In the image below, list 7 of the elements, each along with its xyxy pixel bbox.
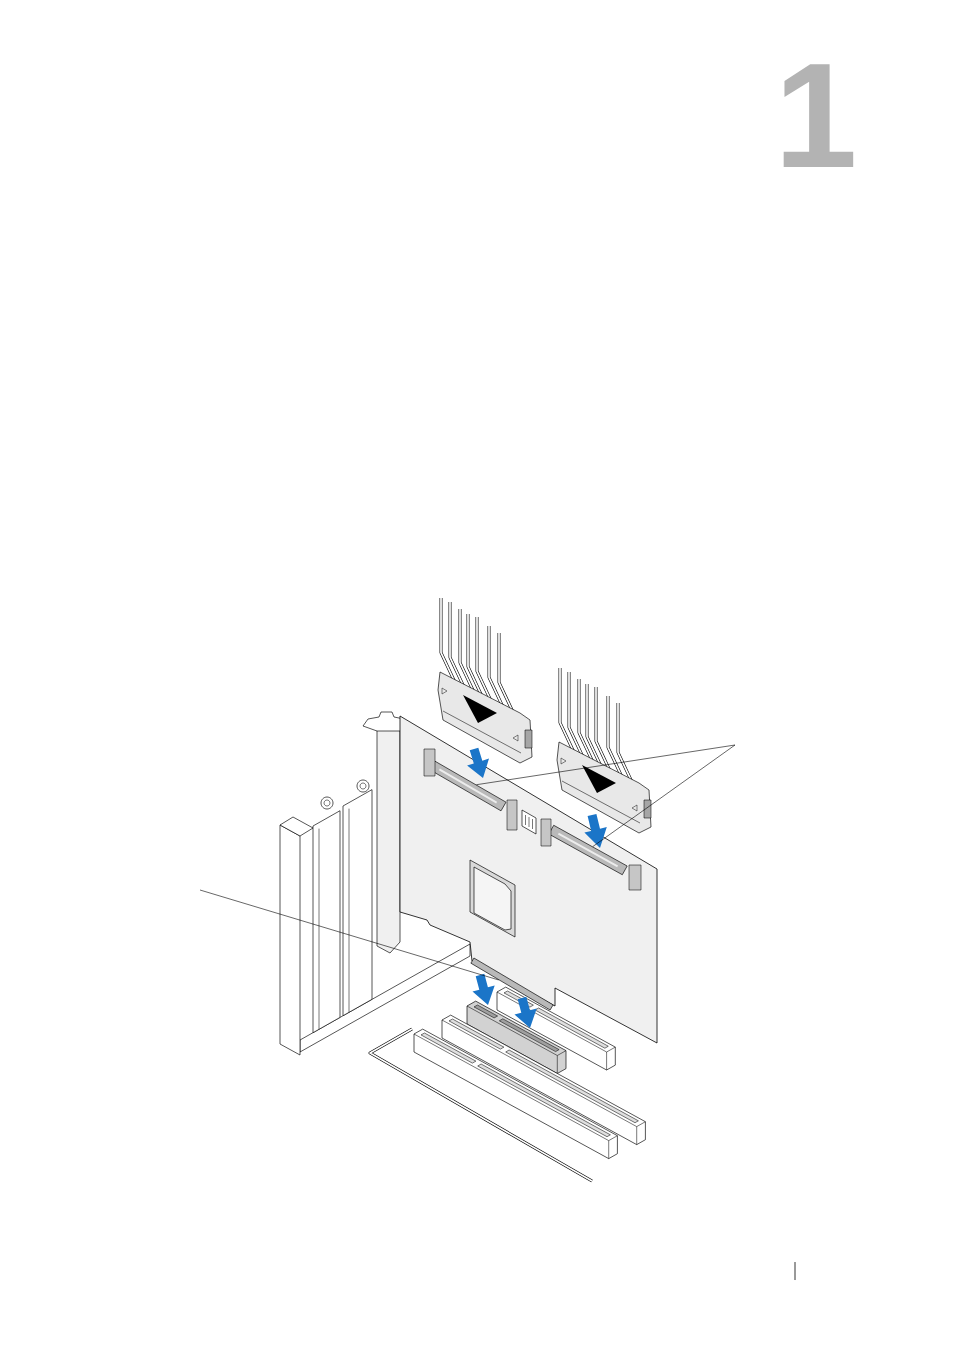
card-edge-contacts [470, 957, 554, 1011]
leader-line [476, 744, 736, 785]
card-connector [423, 748, 518, 831]
card-connector [540, 818, 642, 891]
leader-line [592, 744, 736, 847]
chapter-number: 1 [783, 64, 854, 167]
leader-line [199, 889, 499, 981]
